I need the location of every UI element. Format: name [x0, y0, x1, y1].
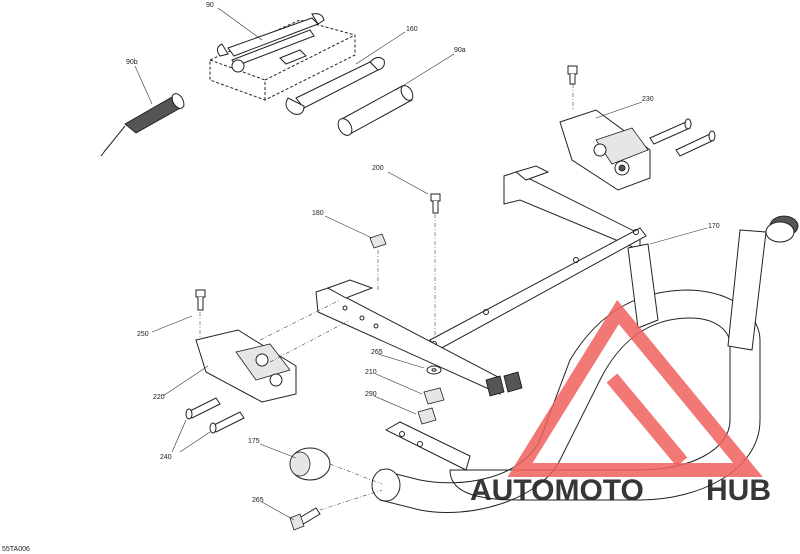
callout-90: 90 [206, 2, 214, 9]
socket-tube-icon [337, 85, 414, 136]
watermark-logo: AUTOMOTO HUB [470, 300, 771, 507]
nut-icon [369, 233, 387, 249]
tool-kit-box [209, 19, 356, 101]
pin-icon [649, 118, 716, 157]
tube-cap-icon [765, 215, 799, 243]
callout-175: 175 [248, 438, 260, 445]
bolt-icon [567, 65, 578, 85]
bolt-240a-icon [185, 397, 221, 420]
washer-icon [426, 365, 442, 375]
open-end-wrench-icon [285, 56, 385, 115]
leader-lines [134, 7, 708, 521]
callout-90b: 90b [126, 59, 138, 66]
callout-170: 170 [708, 223, 720, 230]
wrench-icon [216, 13, 325, 73]
front-bracket-icon [195, 329, 297, 403]
nut-pair-icon [485, 371, 523, 397]
watermark-word-orange: AUTOMOTO [470, 474, 644, 507]
callout-210: 210 [365, 369, 377, 376]
watermark-word-dark: HUB [706, 474, 771, 507]
bolt-250-icon [195, 289, 206, 311]
callout-90a: 90a [454, 47, 466, 54]
frame-assembly [315, 165, 767, 514]
plug-icon [289, 447, 331, 481]
callout-230: 230 [642, 96, 654, 103]
diagram-code: 55TA006 [2, 546, 30, 553]
lower-bracket-icon [384, 421, 471, 471]
nut-290-icon [417, 407, 437, 425]
callout-180: 180 [312, 210, 324, 217]
screwdriver-icon [100, 93, 185, 157]
callout-200: 200 [372, 165, 384, 172]
bolt-200-icon [430, 193, 441, 214]
callout-220: 220 [153, 394, 165, 401]
bolt-240b-icon [209, 411, 245, 434]
callout-160: 160 [406, 26, 418, 33]
callout-240: 240 [160, 454, 172, 461]
callout-250: 250 [137, 331, 149, 338]
spacer-icon [423, 387, 445, 405]
bolt-265-icon [289, 507, 321, 531]
callout-265: 265 [371, 349, 383, 356]
callout-265-b: 265 [252, 497, 264, 504]
callout-290: 290 [365, 391, 377, 398]
rear-bracket-icon [559, 109, 651, 191]
